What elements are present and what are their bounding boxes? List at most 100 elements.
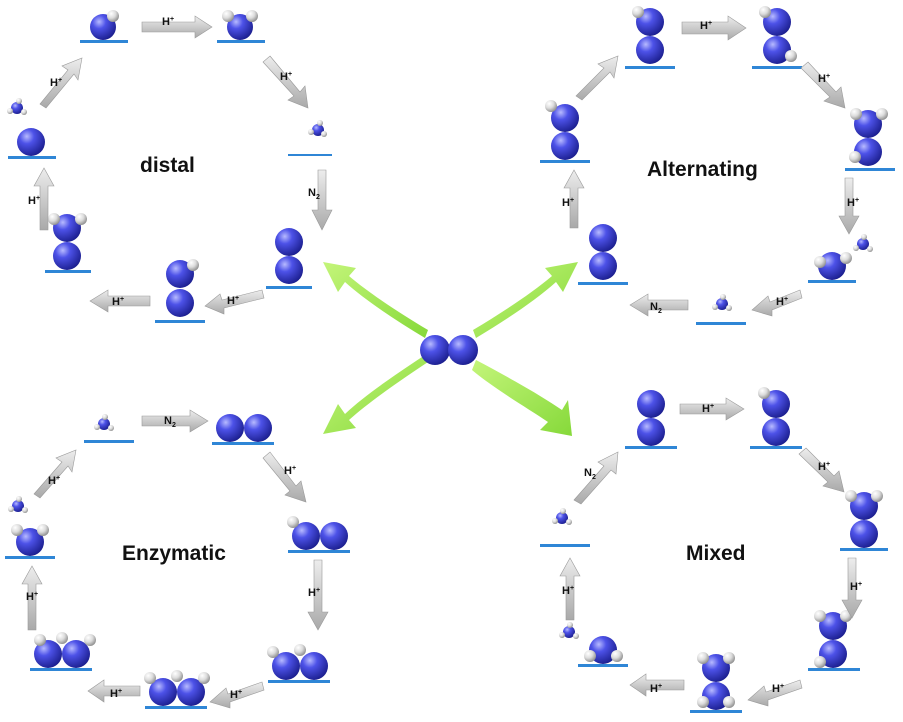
- arrow-mixed-bottom-left: [629, 673, 685, 697]
- label-distal-bottom-right: H+: [227, 295, 239, 307]
- label-enzymatic-top-right: H+: [284, 465, 296, 477]
- arrow-enzymatic-top-left: [33, 449, 77, 499]
- station-distal-left-nh2: [45, 213, 91, 273]
- arrow-mixed-left: [559, 557, 581, 621]
- label-alternating-top: H+: [700, 20, 712, 32]
- label-distal-top-left: H+: [50, 77, 62, 89]
- cycle-title-mixed: Mixed: [686, 542, 746, 565]
- arrow-distal-top: [141, 15, 213, 39]
- station-distal-top-1: [80, 10, 128, 43]
- station-enzymatic-top-nh3: [84, 414, 134, 443]
- station-alternating-right-2: [808, 234, 873, 283]
- station-alternating-right-1: [845, 108, 895, 171]
- station-distal-nh3-right: [288, 120, 332, 156]
- station-mixed-right-2: [808, 610, 860, 671]
- arrow-alternating-bottom-left: [629, 293, 689, 317]
- arrow-distal-bottom-right: [204, 289, 265, 315]
- arrow-enzymatic-top: [141, 409, 209, 433]
- label-mixed-top-right: H+: [818, 461, 830, 473]
- arrow-mixed-top: [679, 397, 745, 421]
- cycle-distal: distal: [7, 10, 333, 323]
- label-distal-left: H+: [28, 195, 40, 207]
- label-enzymatic-right: H+: [308, 587, 320, 599]
- cycle-title-distal: distal: [140, 154, 195, 177]
- center-n2-group: [323, 262, 578, 436]
- arrow-mixed-top-right: [798, 447, 845, 493]
- station-enzymatic-left-bottom: [30, 632, 96, 671]
- arrow-alternating-right: [838, 177, 860, 235]
- label-enzymatic-bottom-left: H+: [110, 688, 122, 700]
- green-arrow-top-left: [323, 262, 428, 338]
- station-mixed-top-n2: [625, 390, 677, 449]
- station-mixed-right-1: [840, 490, 888, 551]
- label-distal-right: N2: [308, 187, 320, 201]
- green-arrow-bottom-right: [472, 360, 572, 436]
- station-mixed-left-nh3: [540, 508, 590, 547]
- station-mixed-top-2: [750, 387, 802, 449]
- arrow-mixed-bottom-right: [747, 679, 803, 707]
- label-mixed-bottom-right: H+: [772, 683, 784, 695]
- label-mixed-bottom-left: H+: [650, 683, 662, 695]
- label-alternating-left: H+: [562, 197, 574, 209]
- station-distal-top-2: [217, 10, 265, 43]
- label-alternating-top-right: H+: [818, 73, 830, 85]
- arrow-enzymatic-top-right: [262, 451, 307, 503]
- arrow-distal-right: [311, 169, 333, 231]
- center-nitrogen-atom-right: [448, 335, 478, 365]
- arrow-enzymatic-right: [307, 559, 329, 631]
- cycle-enzymatic: Enzymatic: [5, 409, 350, 709]
- label-alternating-right: H+: [847, 197, 859, 209]
- arrow-distal-top-left: [39, 57, 83, 109]
- station-alternating-left-1: [540, 100, 590, 163]
- label-alternating-bottom-left: N2: [650, 301, 662, 315]
- cycle-title-enzymatic: Enzymatic: [122, 542, 226, 565]
- label-enzymatic-left: H+: [26, 591, 38, 603]
- arrow-enzymatic-bottom-left: [87, 679, 141, 703]
- station-alternating-left-n2: [578, 224, 628, 285]
- station-enzymatic-left-mid: [5, 496, 55, 559]
- station-enzymatic-right-1: [287, 516, 350, 553]
- label-distal-bottom-left: H+: [112, 296, 124, 308]
- cycle-mixed: Mixed: [540, 387, 888, 713]
- station-alternating-bottom-nh3: [696, 294, 746, 325]
- label-enzymatic-top-left: H+: [48, 475, 60, 487]
- station-enzymatic-right-2: [267, 644, 330, 683]
- green-arrow-bottom-left: [323, 355, 428, 434]
- arrow-alternating-top-right: [800, 61, 846, 109]
- label-enzymatic-top: N2: [164, 415, 176, 429]
- station-mixed-bottom: [690, 652, 742, 713]
- arrow-alternating-left: [563, 169, 585, 229]
- label-mixed-top-left: N2: [584, 467, 596, 481]
- station-distal-left-n: [8, 128, 56, 159]
- station-mixed-left-bottom: [559, 622, 628, 667]
- label-mixed-right: H+: [850, 581, 862, 593]
- station-alternating-top-1: [625, 6, 675, 69]
- station-alternating-top-2: [752, 6, 802, 69]
- arrow-alternating-bottom-right: [751, 289, 803, 317]
- arrow-alternating-top-left: [575, 55, 619, 101]
- station-distal-bottom-1: [155, 259, 205, 323]
- center-nitrogen-atom-left: [420, 335, 450, 365]
- arrow-mixed-top-left: [573, 451, 619, 505]
- arrow-alternating-top: [681, 15, 747, 41]
- station-distal-nh3-left: [7, 98, 27, 115]
- arrow-mixed-right: [841, 557, 863, 619]
- label-mixed-top: H+: [702, 403, 714, 415]
- station-enzymatic-bottom: [144, 670, 210, 709]
- label-alternating-bottom-right: H+: [776, 296, 788, 308]
- arrow-enzymatic-left: [21, 565, 43, 631]
- label-distal-top-right: H+: [280, 71, 292, 83]
- station-enzymatic-top-n2: [212, 414, 274, 445]
- arrow-distal-bottom-left: [89, 289, 151, 313]
- arrow-distal-top-right: [262, 55, 309, 109]
- label-enzymatic-bottom-right: H+: [230, 689, 242, 701]
- green-arrow-top-right: [473, 262, 578, 338]
- station-distal-n2-right: [266, 228, 312, 289]
- arrow-enzymatic-bottom-right: [209, 681, 265, 709]
- cycle-alternating: Alternating: [540, 6, 895, 325]
- arrow-distal-left: [33, 167, 55, 231]
- cycle-title-alternating: Alternating: [647, 158, 758, 181]
- label-distal-top: H+: [162, 16, 174, 28]
- label-mixed-left: H+: [562, 585, 574, 597]
